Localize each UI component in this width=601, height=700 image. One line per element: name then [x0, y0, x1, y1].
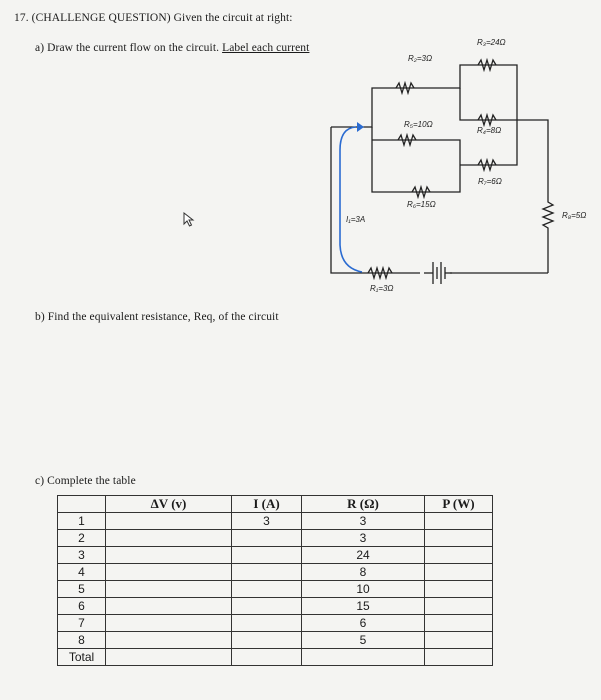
label-r3: R₃=24Ω [477, 38, 506, 47]
resistor-r2-symbol [395, 80, 415, 96]
question-title: 17. (CHALLENGE QUESTION) Given the circu… [14, 12, 293, 24]
resistor-r1-symbol [367, 265, 393, 281]
battery-symbol [424, 262, 452, 284]
table-row: 5 10 [57, 580, 493, 598]
wire-r5-branch [372, 139, 461, 165]
current-cell[interactable] [231, 580, 302, 598]
voltage-cell[interactable] [105, 614, 232, 632]
row-label: 8 [57, 631, 106, 649]
label-r5: R₅=10Ω [404, 120, 433, 129]
wire-left-bottom [330, 127, 548, 274]
current-cell[interactable] [231, 529, 302, 547]
power-cell[interactable] [424, 529, 493, 547]
row-label: 4 [57, 563, 106, 581]
wire-right [517, 119, 555, 273]
header-current: I (A) [231, 495, 302, 513]
voltage-cell[interactable] [105, 529, 232, 547]
resistance-cell[interactable]: 3 [301, 529, 425, 547]
wire-r7-branch [460, 120, 518, 166]
part-c-text: c) Complete the table [35, 475, 136, 487]
current-cell[interactable]: 3 [231, 512, 302, 530]
label-i1: I₁=3A [346, 215, 365, 224]
label-r4: R₄=8Ω [477, 126, 501, 135]
power-cell[interactable] [424, 546, 493, 564]
wire-inner-left [371, 127, 400, 193]
current-cell[interactable] [231, 546, 302, 564]
current-arrowhead-icon [357, 122, 364, 132]
part-b-text: b) Find the equivalent resistance, Req, … [35, 311, 279, 323]
resistance-cell[interactable]: 3 [301, 512, 425, 530]
resistance-cell[interactable]: 24 [301, 546, 425, 564]
label-r1: R₁=3Ω [370, 284, 394, 293]
wire-r4-branch [459, 88, 517, 121]
part-a-instruction: a) Draw the current flow on the circuit. [35, 42, 223, 54]
power-cell[interactable] [424, 631, 493, 649]
label-r2: R₂=3Ω [408, 54, 432, 63]
resistor-r3-symbol [477, 57, 497, 73]
label-r6: R₆=15Ω [407, 200, 436, 209]
label-r8: R₈=5Ω [562, 211, 586, 220]
row-label: Total [57, 648, 106, 666]
power-cell[interactable] [424, 648, 493, 666]
resistance-cell[interactable] [301, 648, 425, 666]
voltage-cell[interactable] [105, 563, 232, 581]
current-cell[interactable] [231, 614, 302, 632]
row-label: 6 [57, 597, 106, 615]
header-resistance: R (Ω) [301, 495, 425, 513]
wire-r6-branch [400, 165, 461, 193]
power-cell[interactable] [424, 580, 493, 598]
resistance-cell[interactable]: 8 [301, 563, 425, 581]
header-power: P (W) [424, 495, 493, 513]
row-label: 3 [57, 546, 106, 564]
power-cell[interactable] [424, 512, 493, 530]
voltage-cell[interactable] [105, 580, 232, 598]
power-cell[interactable] [424, 563, 493, 581]
resistor-r6-symbol [411, 184, 431, 200]
resistance-cell[interactable]: 10 [301, 580, 425, 598]
row-label: 1 [57, 512, 106, 530]
header-voltage: ΔV (v) [105, 495, 232, 513]
row-label: 7 [57, 614, 106, 632]
resistor-r5-symbol [397, 132, 417, 148]
label-r7: R₇=6Ω [478, 177, 502, 186]
table-row: 6 15 [57, 597, 493, 615]
table-header-row: ΔV (v) I (A) R (Ω) P (W) [57, 495, 493, 513]
voltage-cell[interactable] [105, 631, 232, 649]
resistor-r4-symbol [477, 112, 497, 128]
current-cell[interactable] [231, 563, 302, 581]
resistor-r7-symbol [477, 157, 497, 173]
resistance-cell[interactable]: 15 [301, 597, 425, 615]
header-blank [57, 495, 106, 513]
wire-r3-branch [420, 64, 518, 120]
table-row: 3 24 [57, 546, 493, 564]
battery-gap [420, 262, 450, 284]
table-row: Total [57, 648, 493, 666]
mouse-cursor-icon [183, 212, 195, 227]
power-cell[interactable] [424, 614, 493, 632]
voltage-cell[interactable] [105, 648, 232, 666]
current-cell[interactable] [231, 597, 302, 615]
voltage-cell[interactable] [105, 597, 232, 615]
row-label: 2 [57, 529, 106, 547]
voltage-cell[interactable] [105, 546, 232, 564]
resistance-cell[interactable]: 5 [301, 631, 425, 649]
row-label: 5 [57, 580, 106, 598]
part-a-underlined: Label each current [222, 42, 310, 54]
voltage-cell[interactable] [105, 512, 232, 530]
resistance-cell[interactable]: 6 [301, 614, 425, 632]
power-cell[interactable] [424, 597, 493, 615]
current-arrow [339, 126, 363, 273]
current-cell[interactable] [231, 648, 302, 666]
current-cell[interactable] [231, 631, 302, 649]
part-a-text: a) Draw the current flow on the circuit.… [35, 42, 309, 54]
